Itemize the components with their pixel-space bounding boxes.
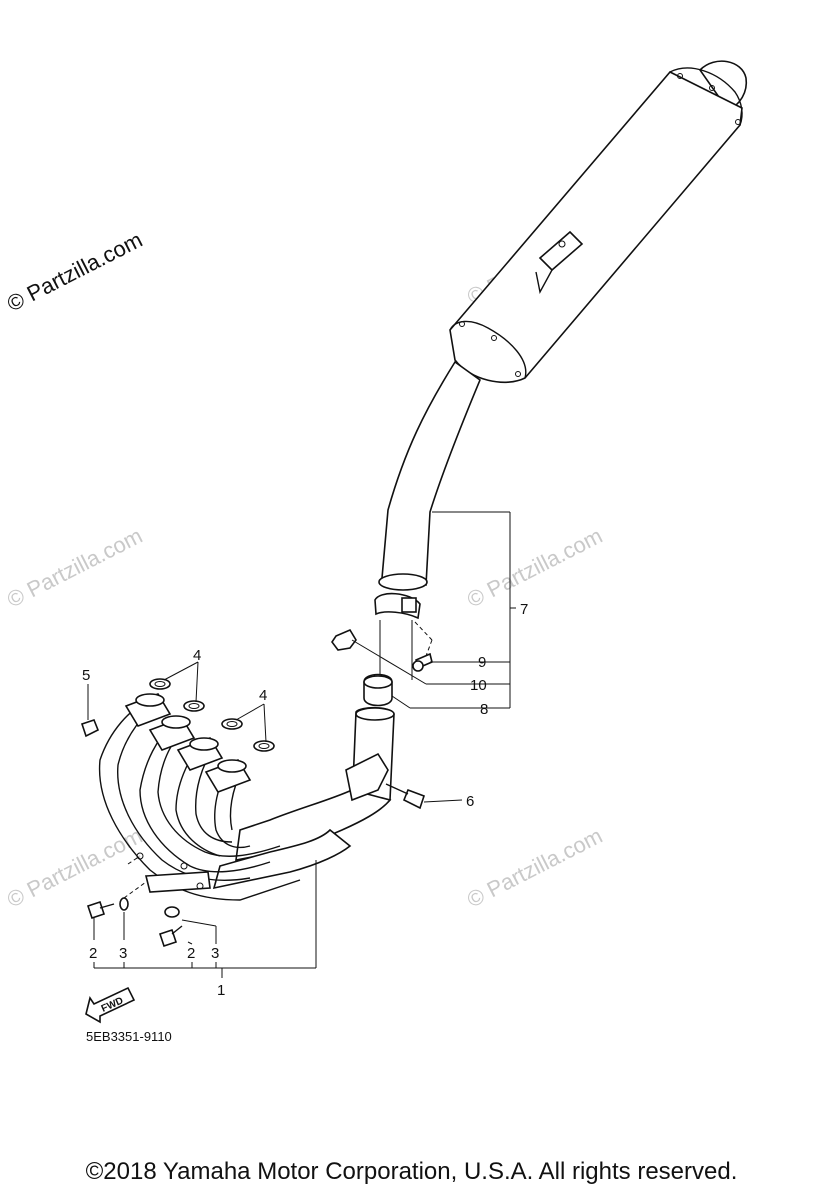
nut-5 xyxy=(80,719,100,738)
partzilla-watermark: © Partzilla.com xyxy=(3,227,146,317)
callout-3a: 3 xyxy=(119,945,127,962)
watermark-2: © Partzilla.com xyxy=(3,523,146,613)
callout-2a: 2 xyxy=(89,945,97,962)
callout-numbers: 1 2 3 2 3 4 4 5 6 7 9 10 8 xyxy=(82,601,528,999)
gasket-8 xyxy=(363,673,393,707)
muffler-assembly xyxy=(374,60,748,680)
watermark-3: © Partzilla.com xyxy=(463,523,606,613)
copyright-notice: ©2018 Yamaha Motor Corporation, U.S.A. A… xyxy=(85,1158,738,1185)
callout-4a: 4 xyxy=(193,647,201,664)
callout-4b: 4 xyxy=(259,687,267,704)
callout-1: 1 xyxy=(217,982,225,999)
nut-10 xyxy=(331,628,357,651)
diagram-code: 5EB3351-9110 xyxy=(86,1029,172,1044)
bolt-6 xyxy=(385,783,426,810)
bolts-and-washers xyxy=(86,897,183,948)
callout-7: 7 xyxy=(520,601,528,618)
fwd-arrow: FWD xyxy=(85,986,136,1024)
callout-5: 5 xyxy=(82,667,90,684)
fwd-label: FWD xyxy=(100,995,125,1014)
bolt-9 xyxy=(412,652,433,672)
callout-6: 6 xyxy=(466,793,474,810)
watermark-5: © Partzilla.com xyxy=(463,823,606,913)
gaskets-4 xyxy=(149,678,275,752)
callout-9: 9 xyxy=(478,654,486,671)
callout-2b: 2 xyxy=(187,945,195,962)
leader-lines xyxy=(87,511,516,978)
exhaust-pipe-assembly xyxy=(98,693,395,901)
callout-3b: 3 xyxy=(211,945,219,962)
callout-8: 8 xyxy=(480,701,488,718)
callout-10: 10 xyxy=(470,677,487,694)
